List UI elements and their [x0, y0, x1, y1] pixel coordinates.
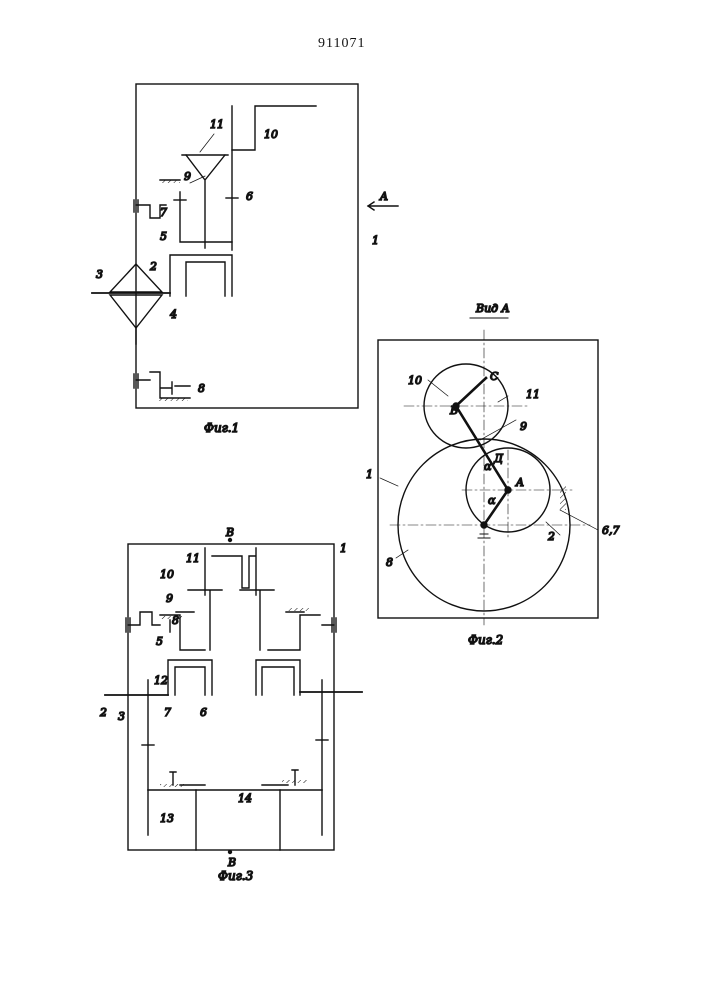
- fig3-gear-6-mirror: [256, 660, 300, 695]
- fig1-label-6: 6: [246, 190, 253, 203]
- fig3-label-9: 9: [166, 592, 173, 605]
- fig3-label-bottom-b: B: [227, 856, 236, 869]
- fig2-label-b: B: [449, 404, 458, 417]
- fig2-label-11: 11: [526, 388, 540, 401]
- fig1-gear-2: [170, 255, 232, 296]
- fig3-label-7: 7: [164, 706, 171, 719]
- fig2-label-1: 1: [366, 468, 373, 481]
- fig3-label-2: 2: [99, 706, 107, 719]
- fig2-label-10: 10: [408, 374, 422, 387]
- fig2-caption: Фиг.2: [468, 633, 503, 647]
- fig3-gear-11: [205, 548, 256, 595]
- fig1-caption: Фиг.1: [204, 421, 239, 435]
- fig1-label-7: 7: [160, 206, 167, 219]
- fig1-label-a: A: [379, 190, 388, 203]
- fig3-caption: Фиг.3: [218, 869, 254, 883]
- fig2-label-a: A: [515, 476, 524, 489]
- fig2-label-2: 2: [547, 530, 555, 543]
- fig1-label-8: 8: [198, 382, 205, 395]
- fig3-label-13: 13: [160, 812, 174, 825]
- fig3-label-6: 6: [200, 706, 207, 719]
- fig1-label-4: 4: [169, 308, 177, 321]
- fig3-label-top-b: B: [225, 526, 234, 539]
- fig1-label-1: 1: [372, 234, 379, 247]
- fig1-label-10: 10: [264, 128, 278, 141]
- fig3-label-5: 5: [156, 635, 163, 648]
- fig3-label-14: 14: [238, 792, 252, 805]
- fig1-label-3: 3: [96, 268, 103, 281]
- fig2-label-6-7: 6,7: [602, 524, 620, 537]
- fig1-label-9: 9: [184, 170, 191, 183]
- fig3-label-8: 8: [172, 614, 179, 627]
- figure-3: [105, 539, 362, 854]
- fig3-label-11: 11: [186, 552, 200, 565]
- fig1-gear-5: [180, 192, 232, 242]
- fig2-label-alpha-1: α: [484, 460, 492, 473]
- fig3-gear-5: [160, 615, 205, 650]
- fig3-label-12: 12: [154, 674, 168, 687]
- fig3-label-10: 10: [160, 568, 174, 581]
- fig3-label-3: 3: [118, 710, 125, 723]
- fig2-label-9: 9: [520, 420, 527, 433]
- view-arrow-a: [368, 202, 398, 210]
- fig1-bevel-gear-9: [186, 155, 225, 248]
- fig2-label-8: 8: [386, 556, 393, 569]
- fig1-housing-frame: [136, 84, 358, 408]
- fig2-label-c: C: [490, 370, 499, 383]
- figure-1: [92, 84, 398, 408]
- fig3-housing-frame: [128, 544, 334, 850]
- fig3-label-1: 1: [340, 542, 347, 555]
- fig1-label-5: 5: [160, 230, 167, 243]
- fig1-label-2: 2: [149, 260, 157, 273]
- fig1-label-11: 11: [210, 118, 224, 131]
- fig2-view-title: Вид A: [475, 302, 510, 315]
- fig3-gear-7: [168, 660, 212, 695]
- fig2-label-d: Д: [493, 452, 504, 465]
- fig2-label-alpha-2: α: [488, 494, 496, 507]
